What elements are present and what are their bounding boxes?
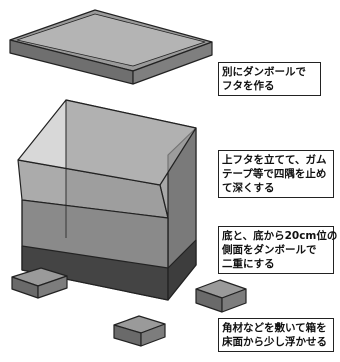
wooden-blocks — [11, 267, 247, 347]
box-body — [17, 99, 197, 301]
box-front-edge — [159, 184, 169, 219]
lid-front-right-side — [132, 41, 213, 85]
annotation-lid: 別にダンボールで フタを作る — [218, 62, 321, 96]
block-left — [11, 267, 68, 299]
lid-inner-rim — [16, 13, 206, 67]
annotation-feet: 角材などを敷いて箱を 床面から少し浮かせる — [218, 318, 334, 352]
annotation-walls: 上フタを立てて、ガム テープ等で四隅を止め て深くする — [218, 150, 334, 198]
annotation-floor: 底と、底から20cm位の 側面をダンボールで 二重にする — [218, 226, 337, 274]
block-front — [113, 315, 166, 347]
separate-lid — [9, 9, 213, 85]
block-right — [195, 279, 247, 313]
